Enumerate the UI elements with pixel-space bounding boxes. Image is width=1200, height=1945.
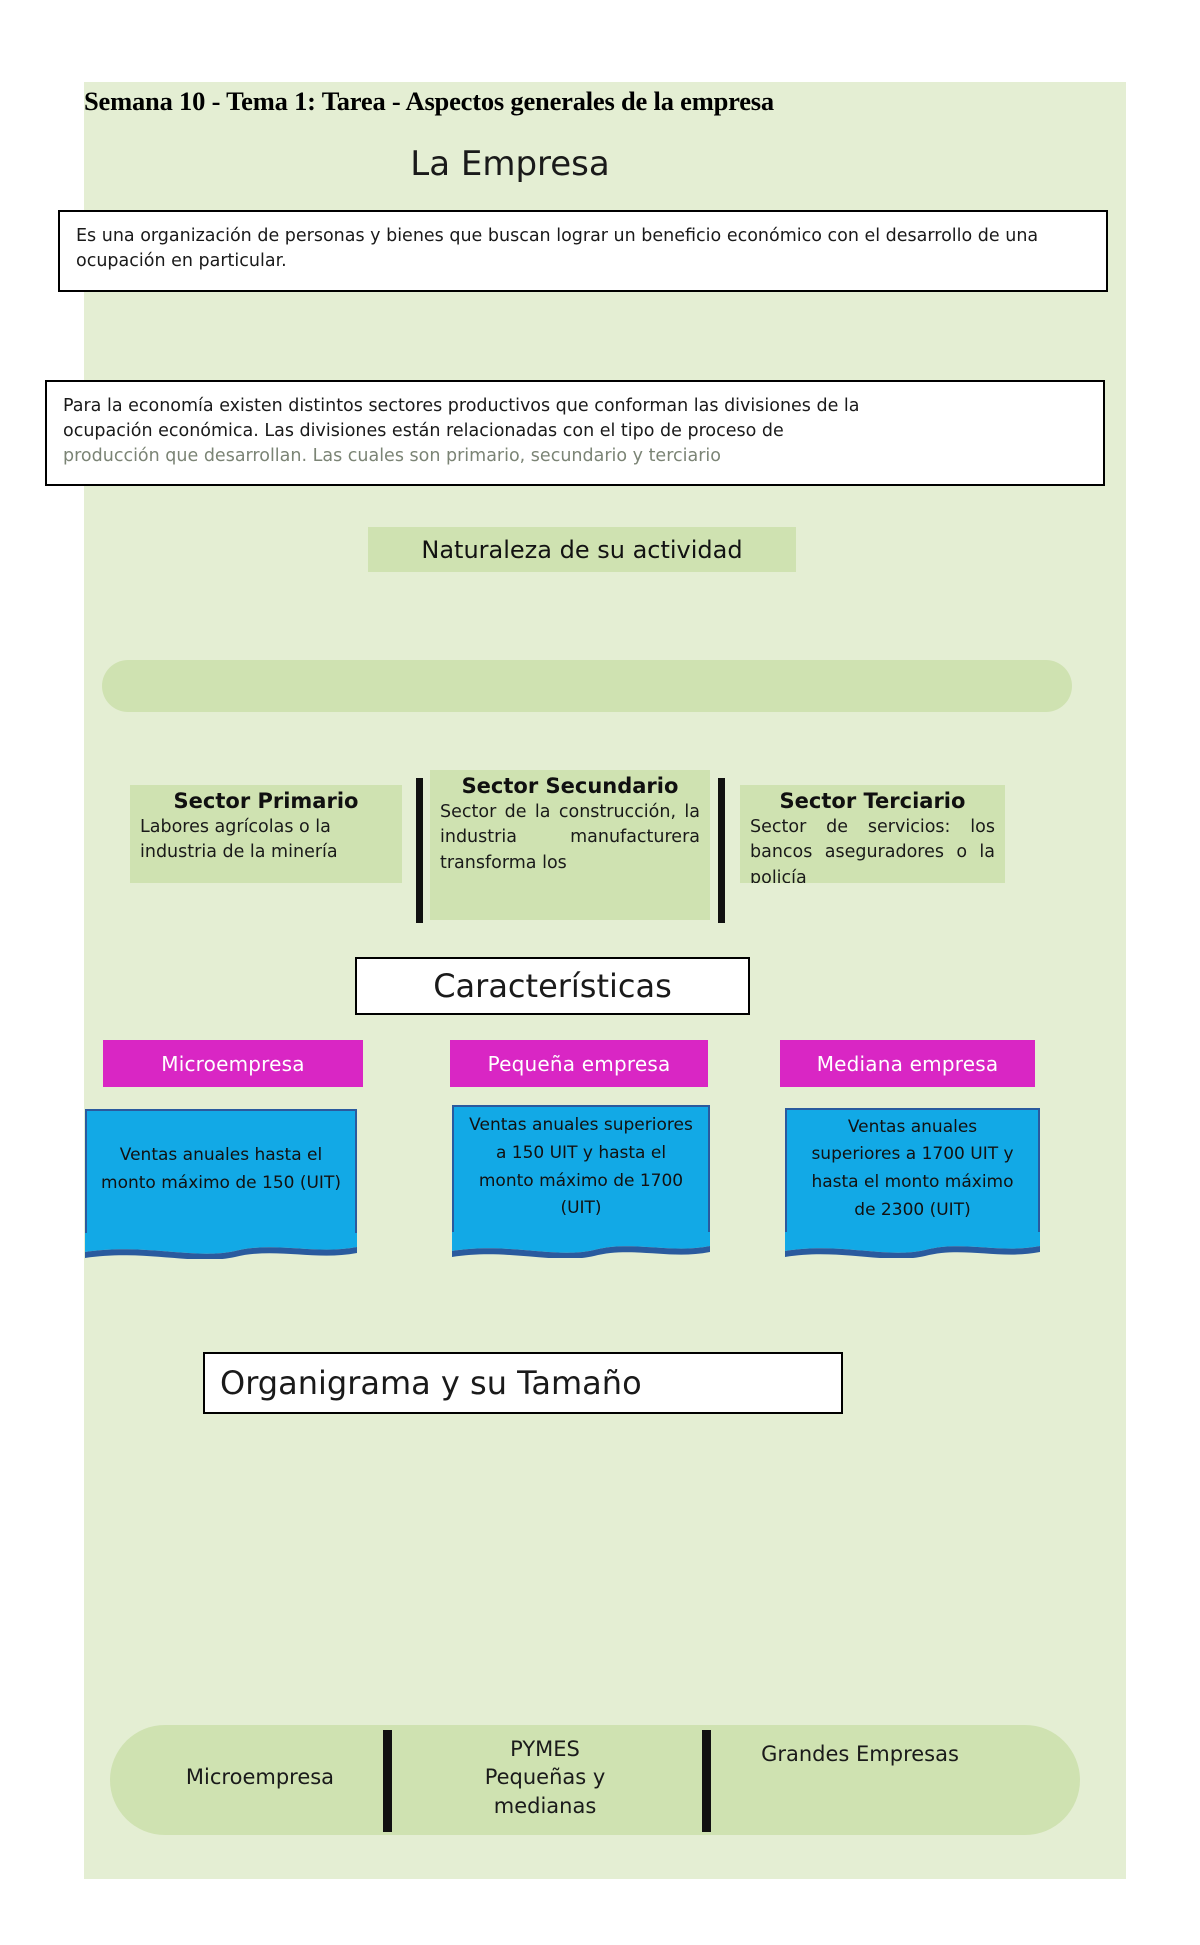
size-scale-bar [110,1725,1080,1835]
size-detail-pequena-empresa-text: Ventas anuales superiores a 150 UIT y ha… [469,1115,693,1219]
sector-terciario-title: Sector Terciario [779,789,966,813]
sector-card-terciario: Sector Terciario Sector de servicios: lo… [740,785,1005,883]
sector-card-primario: Sector Primario Labores agrícolas o la i… [130,785,402,883]
sector-secundario-body: Sector de la construcción, la industria … [440,802,700,873]
section-heading-organigrama: Organigrama y su Tamaño [203,1352,843,1414]
sector-divider-2 [718,778,725,923]
sector-primario-body: Labores agrícolas o la industria de la m… [140,817,338,863]
sector-terciario-body: Sector de servicios: los bancos asegurad… [750,817,995,883]
torn-edge-mediana-empresa [785,1232,1040,1258]
size-header-mediana-empresa: Mediana empresa [780,1040,1035,1087]
size-detail-mediana-empresa-text: Ventas anuales superiores a 1700 UIT y h… [811,1116,1014,1220]
section-heading-naturaleza: Naturaleza de su actividad [368,527,796,572]
sectors-intro-line-2: ocupación económica. Las divisiones está… [63,420,784,441]
sectors-intro-box: Para la economía existen distintos secto… [45,380,1105,486]
size-scale-divider-2 [702,1730,711,1832]
section-heading-naturaleza-label: Naturaleza de su actividad [421,535,743,564]
size-detail-microempresa-text: Ventas anuales hasta el monto máximo de … [101,1145,341,1193]
size-scale-item-grandes-empresas-label: Grandes Empresas [761,1742,959,1766]
sector-secundario-title: Sector Secundario [461,774,679,798]
sectors-intro-line-3: producción que desarrollan. Las cuales s… [63,445,721,466]
section-heading-caracteristicas-label: Características [433,967,672,1005]
naturaleza-pill-bar [102,660,1072,712]
sector-primario-title: Sector Primario [173,789,359,813]
size-header-pequena-empresa: Pequeña empresa [450,1040,708,1087]
section-heading-caracteristicas: Características [355,957,750,1015]
size-scale-item-grandes-empresas: Grandes Empresas [710,1740,1010,1768]
torn-edge-pequena-empresa [452,1232,710,1258]
page-title: Semana 10 - Tema 1: Tarea - Aspectos gen… [84,86,774,116]
size-header-microempresa: Microempresa [103,1040,363,1087]
definition-box: Es una organización de personas y bienes… [58,210,1108,292]
size-header-mediana-empresa-label: Mediana empresa [816,1051,999,1076]
main-heading: La Empresa [410,144,610,184]
size-header-pequena-empresa-label: Pequeña empresa [487,1051,671,1076]
size-detail-microempresa: Ventas anuales hasta el monto máximo de … [85,1109,357,1241]
section-heading-organigrama-label: Organigrama y su Tamaño [220,1364,642,1402]
size-scale-item-microempresa: Microempresa [130,1763,390,1791]
definition-text: Es una organización de personas y bienes… [76,226,1039,271]
size-scale-divider-1 [383,1730,392,1832]
torn-edge-microempresa [85,1233,357,1259]
size-detail-pequena-empresa: Ventas anuales superiores a 150 UIT y ha… [452,1105,710,1240]
sector-divider-1 [416,778,423,923]
size-detail-mediana-empresa: Ventas anuales superiores a 1700 UIT y h… [785,1108,1040,1240]
size-scale-item-microempresa-label: Microempresa [185,1765,335,1789]
sectors-intro-line-1: Para la economía existen distintos secto… [63,396,860,416]
sector-card-secundario: Sector Secundario Sector de la construcc… [430,770,710,920]
size-header-microempresa-label: Microempresa [161,1051,305,1076]
